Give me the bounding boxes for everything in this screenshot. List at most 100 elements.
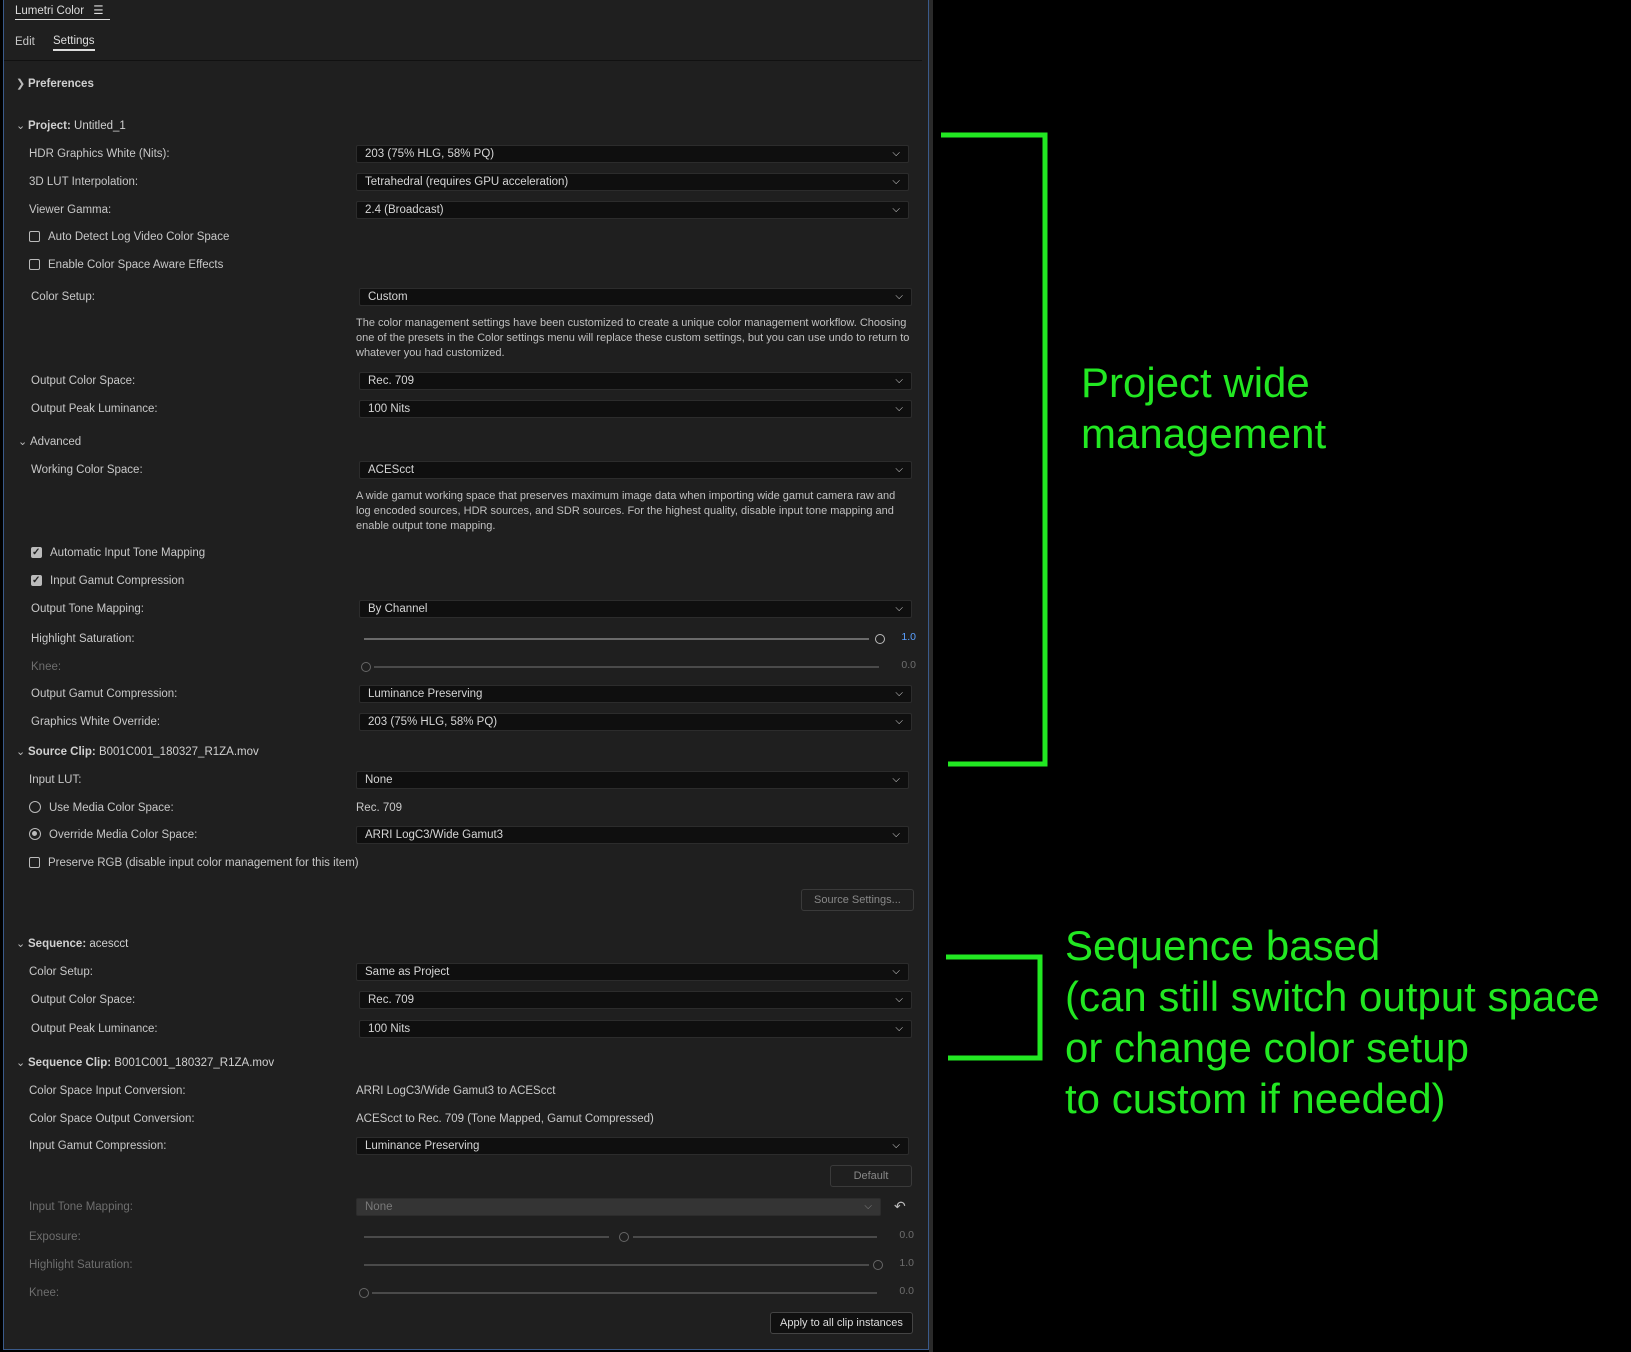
- tab-edit[interactable]: Edit: [15, 36, 35, 48]
- knee-slider-handle[interactable]: [361, 662, 371, 672]
- panel-edge: [929, 0, 933, 1352]
- sequence-color-setup-label: Color Setup:: [29, 966, 93, 978]
- auto-input-tone-mapping-checkbox[interactable]: Automatic Input Tone Mapping: [31, 544, 205, 562]
- sequence-output-peak-luminance-label: Output Peak Luminance:: [31, 1023, 158, 1035]
- output-gamut-compression-label: Output Gamut Compression:: [31, 688, 178, 700]
- knee-slider-track[interactable]: [374, 666, 879, 668]
- source-settings-button[interactable]: Source Settings...: [801, 889, 914, 911]
- tab-settings[interactable]: Settings: [53, 33, 95, 51]
- output-color-space-dropdown[interactable]: Rec. 709⌵: [359, 372, 912, 390]
- sequence-output-color-space-dropdown[interactable]: Rec. 709⌵: [359, 991, 912, 1009]
- chevron-down-icon: ⌵: [895, 464, 903, 475]
- color-space-input-conversion-label: Color Space Input Conversion:: [29, 1085, 186, 1097]
- section-advanced[interactable]: ⌄Advanced: [18, 433, 81, 451]
- color-setup-dropdown[interactable]: Custom⌵: [359, 288, 912, 306]
- section-sequence-clip[interactable]: ⌄Sequence Clip: B001C001_180327_R1ZA.mov: [16, 1054, 274, 1072]
- checkbox-icon[interactable]: [29, 259, 40, 270]
- chevron-down-icon: ⌵: [895, 1023, 903, 1034]
- clip-knee-label: Knee:: [29, 1287, 60, 1299]
- clip-knee-slider-handle[interactable]: [359, 1288, 369, 1298]
- input-lut-dropdown[interactable]: None⌵: [356, 771, 909, 789]
- section-sequence[interactable]: ⌄Sequence: acescct: [16, 935, 128, 953]
- radio-selected-icon[interactable]: [29, 828, 41, 840]
- reset-icon[interactable]: ↶: [894, 1198, 906, 1214]
- knee-value: 0.0: [901, 659, 916, 671]
- override-media-color-space-dropdown[interactable]: ARRI LogC3/Wide Gamut3⌵: [356, 826, 909, 844]
- output-peak-luminance-dropdown[interactable]: 100 Nits⌵: [359, 400, 912, 418]
- checkbox-icon[interactable]: [29, 231, 40, 242]
- apply-to-all-clip-instances-button[interactable]: Apply to all clip instances: [770, 1312, 913, 1334]
- checkbox-checked-icon[interactable]: [31, 572, 42, 590]
- hdr-graphics-white-dropdown[interactable]: 203 (75% HLG, 58% PQ)⌵: [356, 145, 909, 163]
- chevron-down-icon: ⌵: [864, 1201, 872, 1212]
- viewer-gamma-dropdown[interactable]: 2.4 (Broadcast)⌵: [356, 201, 909, 219]
- clip-highlight-saturation-value: 1.0: [899, 1257, 914, 1269]
- viewer-gamma-label: Viewer Gamma:: [29, 204, 112, 216]
- input-tone-mapping-dropdown[interactable]: None⌵: [356, 1198, 881, 1216]
- input-gamut-compression-checkbox[interactable]: Input Gamut Compression: [31, 572, 184, 590]
- annotation-line: or change color setup: [1065, 1024, 1469, 1071]
- highlight-saturation-slider-handle[interactable]: [875, 634, 885, 644]
- sequence-bracket: [946, 954, 1043, 1061]
- input-gamut-compression-label: Input Gamut Compression:: [29, 1140, 167, 1152]
- chevron-down-icon: ⌵: [895, 291, 903, 302]
- override-media-color-space-radio[interactable]: Override Media Color Space:: [29, 826, 197, 844]
- chevron-down-icon: ⌄: [16, 120, 26, 132]
- checkbox-checked-icon[interactable]: [31, 544, 42, 562]
- graphics-white-override-dropdown[interactable]: 203 (75% HLG, 58% PQ)⌵: [359, 713, 912, 731]
- auto-detect-log-checkbox[interactable]: Auto Detect Log Video Color Space: [29, 228, 229, 246]
- output-gamut-compression-dropdown[interactable]: Luminance Preserving⌵: [359, 685, 912, 703]
- highlight-saturation-value[interactable]: 1.0: [901, 631, 916, 643]
- graphics-white-override-label: Graphics White Override:: [31, 716, 161, 728]
- chevron-down-icon: ⌵: [892, 774, 900, 785]
- enable-color-aware-checkbox[interactable]: Enable Color Space Aware Effects: [29, 256, 223, 274]
- panel-tab-lumetri-color[interactable]: Lumetri Color ☰: [15, 2, 110, 20]
- color-space-input-conversion-value: ARRI LogC3/Wide Gamut3 to ACEScct: [356, 1085, 556, 1097]
- annotation-line: Project wide: [1081, 359, 1310, 406]
- chevron-down-icon: ⌄: [18, 436, 28, 448]
- chevron-down-icon: ⌵: [895, 403, 903, 414]
- chevron-down-icon: ⌵: [892, 176, 900, 187]
- annotation-line: to custom if needed): [1065, 1075, 1446, 1122]
- clip-highlight-saturation-slider-handle[interactable]: [873, 1260, 883, 1270]
- chevron-right-icon: ❯: [16, 78, 26, 90]
- output-tone-mapping-dropdown[interactable]: By Channel⌵: [359, 600, 912, 618]
- section-source-clip[interactable]: ⌄Source Clip: B001C001_180327_R1ZA.mov: [16, 743, 259, 761]
- sequence-output-peak-luminance-dropdown[interactable]: 100 Nits⌵: [359, 1020, 912, 1038]
- highlight-saturation-slider-track[interactable]: [364, 638, 869, 640]
- sequence-color-setup-dropdown[interactable]: Same as Project⌵: [356, 963, 909, 981]
- use-media-color-space-radio[interactable]: Use Media Color Space:: [29, 799, 174, 817]
- chevron-down-icon: ⌵: [895, 688, 903, 699]
- media-color-space-value: Rec. 709: [356, 802, 403, 814]
- chevron-down-icon: ⌵: [895, 716, 903, 727]
- exposure-slider-track-left[interactable]: [364, 1236, 609, 1238]
- section-project[interactable]: ⌄Project: Untitled_1: [16, 117, 126, 135]
- input-tone-mapping-label: Input Tone Mapping:: [29, 1201, 134, 1213]
- project-bracket: [941, 132, 1048, 767]
- exposure-slider-track-right[interactable]: [633, 1236, 877, 1238]
- sequence-output-color-space-label: Output Color Space:: [31, 994, 136, 1006]
- project-annotation: Project wide management: [1081, 357, 1326, 459]
- exposure-label: Exposure:: [29, 1231, 81, 1243]
- preserve-rgb-checkbox[interactable]: Preserve RGB (disable input color manage…: [29, 854, 359, 872]
- hamburger-icon[interactable]: ☰: [93, 5, 104, 17]
- checkbox-icon[interactable]: [29, 857, 40, 868]
- clip-knee-slider-track[interactable]: [372, 1292, 877, 1294]
- lut-interpolation-dropdown[interactable]: Tetrahedral (requires GPU acceleration)⌵: [356, 173, 909, 191]
- chevron-down-icon: ⌵: [892, 966, 900, 977]
- input-gamut-compression-dropdown[interactable]: Luminance Preserving⌵: [356, 1137, 909, 1155]
- chevron-down-icon: ⌵: [892, 1140, 900, 1151]
- exposure-slider-handle[interactable]: [619, 1232, 629, 1242]
- chevron-down-icon: ⌵: [895, 375, 903, 386]
- clip-highlight-saturation-slider-track[interactable]: [364, 1264, 869, 1266]
- output-peak-luminance-label: Output Peak Luminance:: [31, 403, 158, 415]
- lut-interpolation-label: 3D LUT Interpolation:: [29, 176, 139, 188]
- output-tone-mapping-label: Output Tone Mapping:: [31, 603, 144, 615]
- working-color-space-dropdown[interactable]: ACEScct⌵: [359, 461, 912, 479]
- default-button[interactable]: Default: [830, 1165, 912, 1187]
- section-preferences[interactable]: ❯Preferences: [16, 75, 94, 93]
- tab-divider: [4, 60, 922, 61]
- annotation-line: (can still switch output space: [1065, 973, 1600, 1020]
- radio-icon[interactable]: [29, 801, 41, 813]
- working-color-space-description: A wide gamut working space that preserve…: [356, 490, 896, 532]
